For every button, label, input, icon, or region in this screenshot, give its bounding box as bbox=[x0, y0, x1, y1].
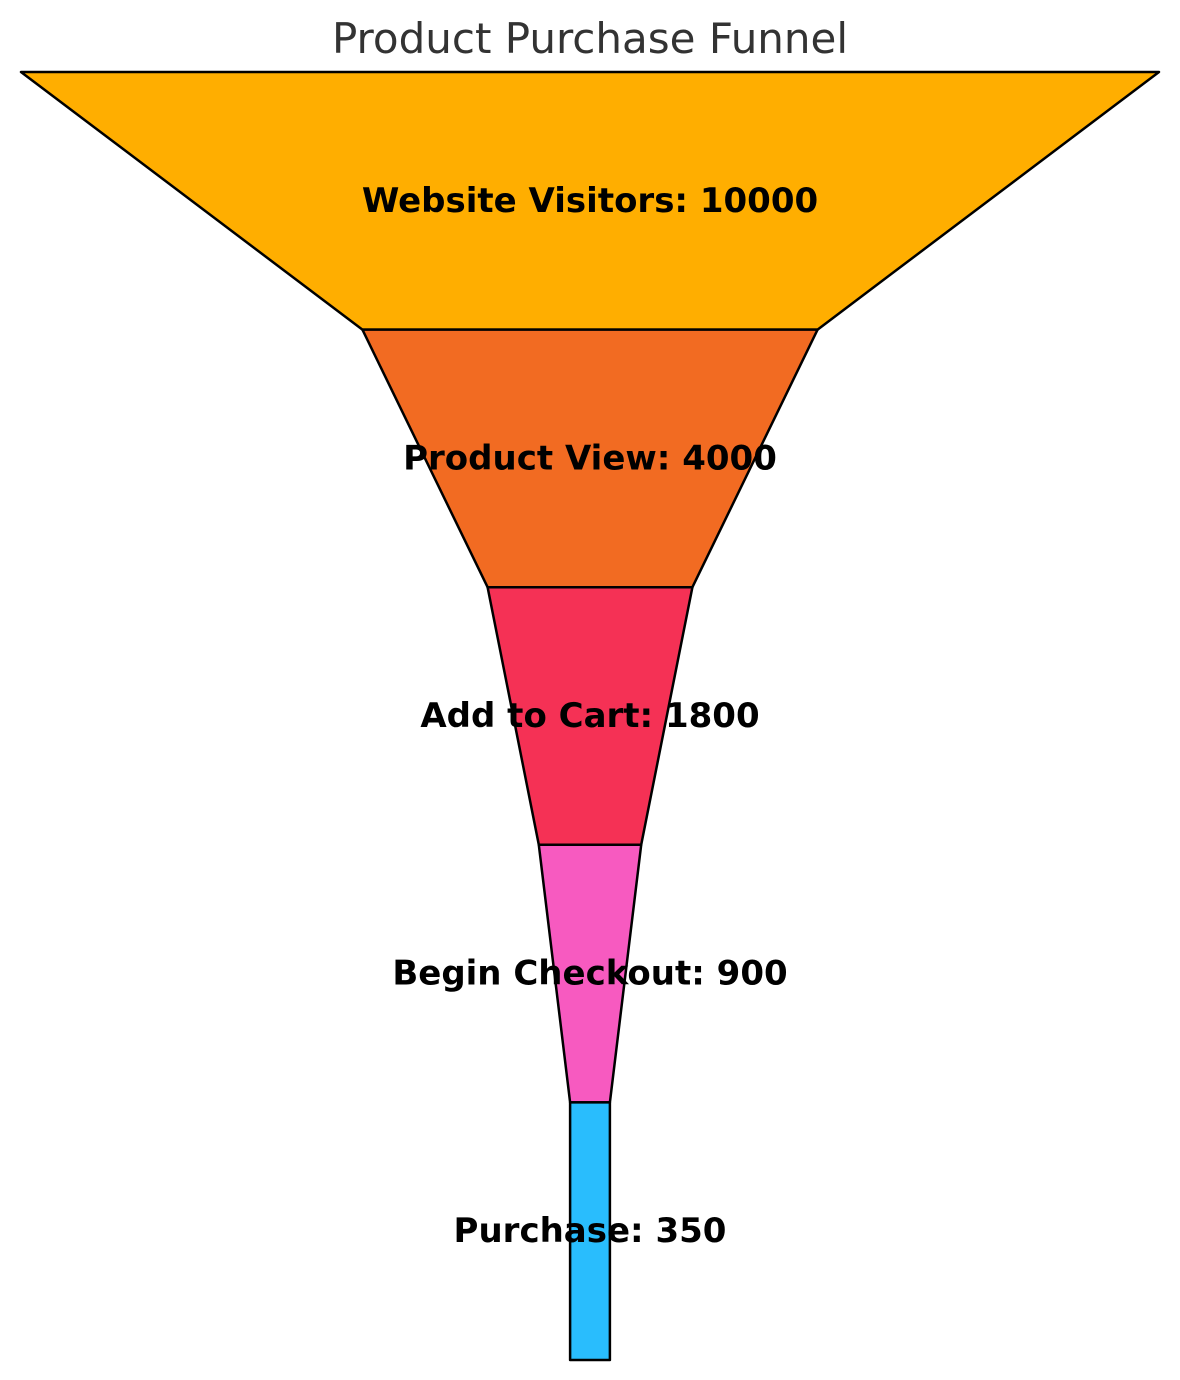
chart-title: Product Purchase Funnel bbox=[331, 14, 849, 63]
stage-label-purchase: Purchase: 350 bbox=[454, 1211, 727, 1251]
stage-label-product-view: Product View: 4000 bbox=[403, 438, 777, 478]
funnel-stage-purchase bbox=[568, 1101, 612, 1362]
stage-label-website-visitors: Website Visitors: 10000 bbox=[362, 181, 818, 221]
stage-label-add-to-cart: Add to Cart: 1800 bbox=[420, 696, 759, 736]
stage-label-begin-checkout: Begin Checkout: 900 bbox=[392, 954, 787, 994]
